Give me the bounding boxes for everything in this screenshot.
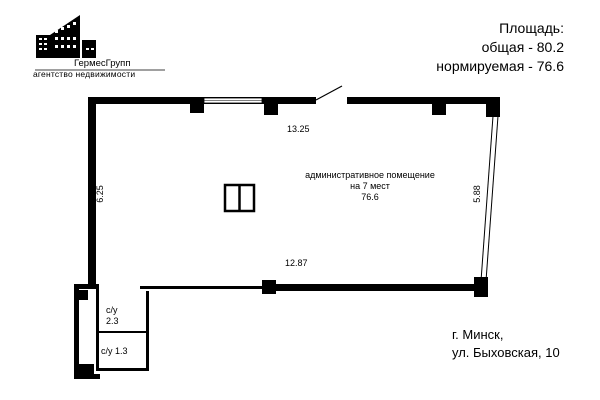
bathroom-2-label: с/у 1.3 (101, 346, 128, 356)
area-normalized: нормируемая - 76.6 (436, 58, 564, 74)
entrance-door (315, 85, 343, 101)
bathroom-1-area: 2.3 (106, 316, 119, 326)
logo-icon (36, 15, 96, 58)
room-area: 76.6 (361, 192, 379, 202)
walls (74, 97, 500, 379)
right-window (480, 115, 499, 282)
address-city: г. Минск, (452, 327, 504, 342)
area-title: Площадь: (499, 20, 564, 36)
dimension-top-wall: 13.25 (287, 124, 310, 134)
top-window (203, 97, 263, 104)
room-capacity: на 7 мест (350, 181, 390, 191)
address-street: ул. Быховская, 10 (452, 345, 560, 360)
dimension-left-wall: 6.25 (94, 185, 105, 203)
dimension-right-wall: 5.88 (471, 185, 482, 203)
window-symbol (223, 183, 256, 213)
bathroom-1-name: с/у (106, 305, 118, 315)
dimension-bottom-wall: 12.87 (285, 258, 308, 268)
logo-name: ГермесГрупп (74, 58, 131, 69)
logo-subtitle: агентство недвижимости (33, 69, 136, 79)
area-total: общая - 80.2 (481, 39, 564, 55)
room-label: административное помещение на 7 мест 76.… (290, 170, 450, 203)
room-name: административное помещение (305, 170, 435, 180)
